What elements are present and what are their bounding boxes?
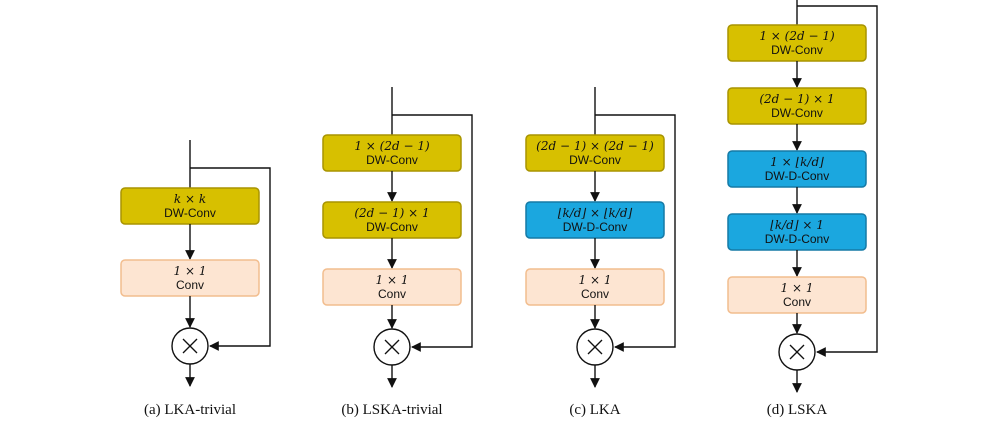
layer-label: DW-Conv <box>366 220 418 234</box>
layer-label: DW-Conv <box>569 153 621 167</box>
kernel-size-label: 1 × 1 <box>376 273 409 287</box>
layer-label: DW-Conv <box>771 43 823 57</box>
layer-label: DW-Conv <box>366 153 418 167</box>
kernel-size-label: 1 × 1 <box>174 264 207 278</box>
dw-conv-box: 1 × (2d − 1)DW-Conv <box>322 134 462 172</box>
kernel-size-label: (2d − 1) × 1 <box>759 92 834 106</box>
dw-conv-box: (2d − 1) × 1DW-Conv <box>727 87 867 125</box>
kernel-size-label: (2d − 1) × (2d − 1) <box>536 139 654 153</box>
panel-caption: (c) LKA <box>569 402 620 418</box>
circled-times-icon <box>373 328 411 366</box>
circled-times-icon <box>778 333 816 371</box>
dw-conv-box: (2d − 1) × 1DW-Conv <box>322 201 462 239</box>
skip-connection <box>190 167 271 351</box>
layer-label: Conv <box>176 278 204 292</box>
panel-caption: (d) LSKA <box>767 402 828 418</box>
skip-connection <box>595 114 676 352</box>
panel-3: 1 × (2d − 1)DW-Conv(2d − 1) × 1DW-Conv1 … <box>727 0 878 418</box>
dw-d-conv-box: 1 × ⌊k/d⌋DW-D-Conv <box>727 150 867 188</box>
circled-times-icon <box>171 327 209 365</box>
skip-connection <box>392 114 473 352</box>
layer-label: Conv <box>581 287 609 301</box>
layer-label: DW-D-Conv <box>765 232 829 246</box>
kernel-size-label: ⌊k/d⌋ × 1 <box>770 218 824 232</box>
kernel-size-label: 1 × ⌊k/d⌋ <box>770 155 824 169</box>
circled-times-icon <box>576 328 614 366</box>
panel-caption: (a) LKA-trivial <box>144 402 236 418</box>
panel-2: (2d − 1) × (2d − 1)DW-Conv⌊k/d⌋ × ⌊k/d⌋D… <box>525 87 676 418</box>
panel-caption: (b) LSKA-trivial <box>341 402 442 418</box>
dw-conv-box: k × kDW-Conv <box>120 187 260 225</box>
layer-label: Conv <box>378 287 406 301</box>
kernel-size-label: (2d − 1) × 1 <box>354 206 429 220</box>
panel-1: 1 × (2d − 1)DW-Conv(2d − 1) × 1DW-Conv1 … <box>322 87 473 418</box>
skip-connection <box>797 5 878 357</box>
layer-label: DW-D-Conv <box>765 169 829 183</box>
layer-label: DW-D-Conv <box>563 220 627 234</box>
layer-label: DW-Conv <box>164 206 216 220</box>
kernel-size-label: 1 × 1 <box>579 273 612 287</box>
dw-d-conv-box: ⌊k/d⌋ × 1DW-D-Conv <box>727 213 867 251</box>
layer-label: DW-Conv <box>771 106 823 120</box>
kernel-size-label: 1 × 1 <box>781 281 814 295</box>
dw-conv-box: 1 × (2d − 1)DW-Conv <box>727 24 867 62</box>
kernel-size-label: ⌊k/d⌋ × ⌊k/d⌋ <box>558 206 633 220</box>
kernel-size-label: 1 × (2d − 1) <box>759 29 835 43</box>
kernel-size-label: k × k <box>174 192 206 206</box>
dw-d-conv-box: ⌊k/d⌋ × ⌊k/d⌋DW-D-Conv <box>525 201 665 239</box>
layer-label: Conv <box>783 295 811 309</box>
kernel-size-label: 1 × (2d − 1) <box>354 139 430 153</box>
dw-conv-box: (2d − 1) × (2d − 1)DW-Conv <box>525 134 665 172</box>
